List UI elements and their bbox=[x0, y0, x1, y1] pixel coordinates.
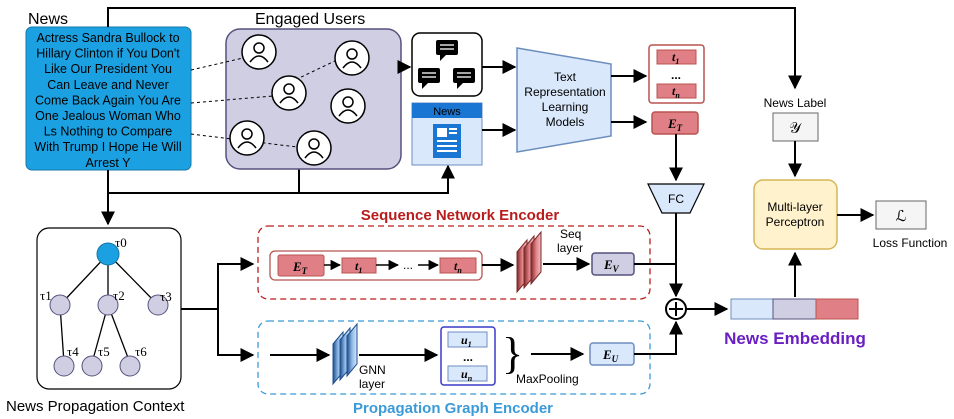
propagation-label: News Propagation Context bbox=[6, 398, 185, 415]
seq-dots: ... bbox=[403, 258, 413, 272]
token-t1-top bbox=[656, 49, 697, 65]
svg-text:τ4: τ4 bbox=[67, 344, 79, 359]
loss-label: Loss Function bbox=[873, 236, 948, 250]
news-text-line: Arrest Y bbox=[86, 156, 132, 170]
node-dots: ... bbox=[463, 350, 473, 364]
news-embedding-vector bbox=[730, 298, 859, 320]
newspaper-icon bbox=[433, 124, 461, 158]
graph-encoder-title: Propagation Graph Encoder bbox=[353, 400, 553, 417]
et-label-top: ET bbox=[667, 116, 683, 133]
tree-node-6 bbox=[119, 355, 141, 377]
tree-node-5 bbox=[81, 355, 103, 377]
user-avatars bbox=[229, 34, 370, 166]
chat-bubbles-icon bbox=[418, 40, 475, 89]
svg-text:τ0: τ0 bbox=[115, 235, 127, 250]
arrow-tree-to-graph bbox=[217, 309, 255, 362]
news-text-line: Like Our President You bbox=[44, 62, 172, 76]
loss-symbol: ℒ bbox=[896, 209, 907, 225]
user-icon bbox=[330, 88, 366, 124]
seq-encoder-title: Sequence Network Encoder bbox=[361, 207, 560, 224]
svg-text:τ1: τ1 bbox=[40, 288, 52, 303]
arrow-news-to-doc bbox=[108, 164, 455, 194]
svg-text:τ5: τ5 bbox=[98, 344, 110, 359]
node-u1-box bbox=[447, 331, 488, 348]
user-icon bbox=[229, 120, 265, 156]
svg-text:τ3: τ3 bbox=[160, 289, 172, 304]
fc-label: FC bbox=[668, 192, 684, 206]
arrow-news-to-label bbox=[107, 7, 802, 90]
brace: } bbox=[502, 329, 523, 378]
user-icon bbox=[241, 34, 277, 70]
token-tn-top-label: tn bbox=[672, 84, 680, 100]
eu-label: EU bbox=[602, 347, 619, 364]
news-text-line: Can Leave and Never bbox=[47, 78, 169, 92]
news-text-line: One Jealous Woman Who bbox=[35, 109, 181, 123]
seq-layer-label-2: layer bbox=[557, 241, 583, 255]
token-t1-top-label: t1 bbox=[672, 50, 679, 66]
sum-operator bbox=[665, 298, 687, 320]
news-text-line: Come Back Again You Are bbox=[35, 93, 181, 107]
arrow-eu-to-sum bbox=[634, 320, 683, 355]
ev-label: EV bbox=[603, 257, 620, 274]
tree-node-2 bbox=[97, 294, 119, 316]
user-icon bbox=[296, 130, 332, 166]
seq-et-label: ET bbox=[292, 259, 308, 276]
tree-node-3 bbox=[147, 294, 169, 316]
gnn-label-1: GNN bbox=[359, 363, 386, 377]
token-dots-top: ... bbox=[671, 68, 681, 82]
text-representation-models bbox=[516, 47, 612, 153]
node-u1-label: u1 bbox=[461, 333, 472, 349]
seq-tn-box bbox=[439, 257, 477, 274]
seq-t1-label: t1 bbox=[355, 259, 362, 275]
node-un-label: un bbox=[461, 367, 473, 383]
user-icon bbox=[334, 40, 370, 76]
node-un-box bbox=[447, 365, 488, 382]
svg-text:τ2: τ2 bbox=[113, 288, 125, 303]
mlp-line-2: Perceptron bbox=[766, 215, 825, 229]
fc-layer bbox=[647, 183, 705, 214]
news-label-text: News Label bbox=[764, 96, 827, 110]
news-heading: News bbox=[28, 11, 68, 28]
gnn-layer-stack bbox=[332, 322, 358, 386]
text-model-line: Models bbox=[546, 115, 585, 129]
maxpool-label: MaxPooling bbox=[516, 372, 579, 386]
news-doc-header bbox=[412, 103, 482, 118]
news-embedding-label: News Embedding bbox=[724, 329, 866, 348]
news-label-symbol: 𝒴 bbox=[789, 121, 802, 137]
news-doc-label: News bbox=[433, 106, 461, 118]
user-icon bbox=[271, 75, 307, 111]
token-tn-top bbox=[656, 83, 697, 99]
engaged-users-label: Engaged Users bbox=[255, 11, 365, 28]
news-text-line: Actress Sandra Bullock to bbox=[36, 31, 179, 45]
text-model-line: Learning bbox=[542, 100, 589, 114]
tree-node-1 bbox=[49, 294, 71, 316]
news-text-lines: Actress Sandra Bullock to Hillary Clinton… bbox=[34, 31, 181, 170]
mlp-line-1: Multi-layer bbox=[767, 200, 822, 214]
loss-box bbox=[875, 200, 927, 230]
tree-node-4 bbox=[53, 355, 75, 377]
svg-text:τ6: τ6 bbox=[135, 344, 147, 359]
text-model-line: Representation bbox=[524, 85, 605, 99]
text-model-line: Text bbox=[554, 70, 577, 84]
news-text-line: Hillary Clinton if You Don't bbox=[36, 47, 180, 61]
seq-layer-stack bbox=[516, 230, 542, 294]
tree-node-labels: τ0 τ1 τ2 τ3 τ4 τ5 τ6 bbox=[40, 235, 172, 359]
seq-layer-label-1: Seq bbox=[560, 227, 581, 241]
news-text-line: With Trump I Hope He Will bbox=[34, 140, 181, 154]
arrow-tree-to-seq bbox=[181, 257, 255, 310]
gnn-label-2: layer bbox=[359, 377, 385, 391]
tree-node-root bbox=[96, 242, 120, 266]
seq-tn-label: tn bbox=[454, 259, 462, 275]
news-text-line: Ls Nothing to Compare bbox=[44, 125, 173, 139]
